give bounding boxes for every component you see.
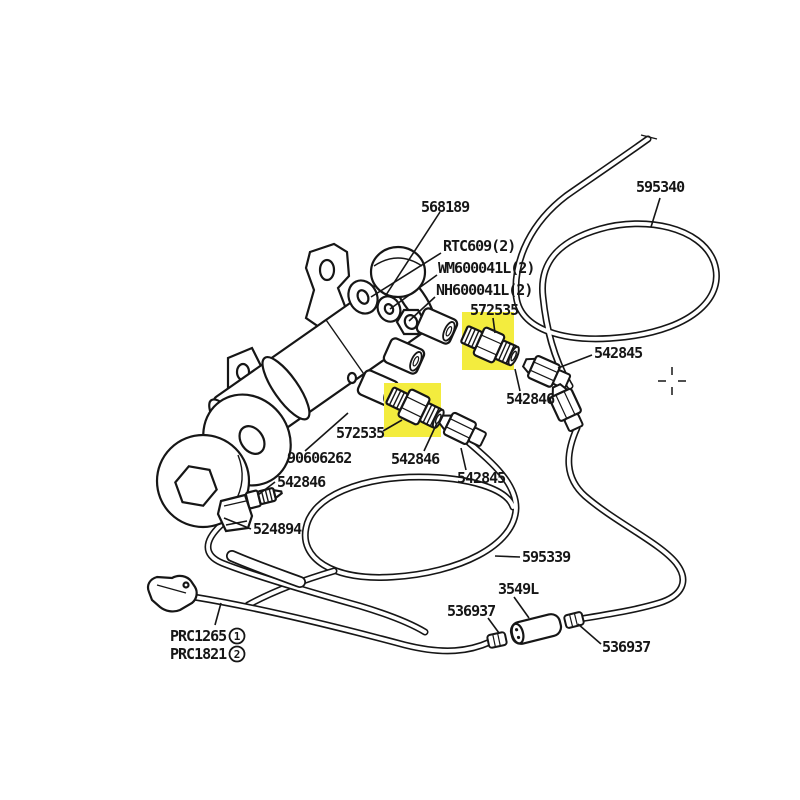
leader-line — [214, 602, 222, 626]
hex-plug — [174, 465, 218, 507]
part-label-542845-mid: 542845 — [457, 469, 506, 487]
part-label-542846-right: 542846 — [506, 390, 555, 408]
hose-right-s-curve — [565, 424, 687, 623]
hose-supply-sweep — [190, 593, 494, 655]
leader-line — [370, 252, 442, 298]
part-label-542846-mid: 542846 — [391, 450, 440, 468]
hose-595340 — [512, 134, 720, 390]
body-port-dot — [346, 371, 358, 385]
hose-nut-542845-lower — [434, 407, 490, 452]
part-label-572535-lower[interactable]: 572535 — [336, 424, 386, 442]
part-label-prc1821: PRC1821 — [170, 645, 227, 663]
part-label-wm600041l: WM600041L(2) — [438, 259, 534, 277]
circled-number-2: 2 — [228, 645, 246, 663]
part-label-572535-upper[interactable]: 572535 — [470, 301, 520, 319]
hose-cut-mark — [640, 134, 658, 140]
svg-text:1: 1 — [234, 630, 241, 643]
leader-line — [304, 412, 349, 452]
reservoir-end-cap — [155, 393, 292, 529]
elbow-524894 — [216, 493, 254, 533]
part-label-90606262: 90606262 — [287, 449, 351, 467]
part-label-568189: 568189 — [421, 198, 470, 216]
leader-line — [577, 623, 602, 645]
part-label-542845-right: 542845 — [594, 344, 643, 362]
circled-number-1: 1 — [228, 627, 246, 645]
leader-line — [514, 368, 521, 392]
leader-line — [650, 197, 661, 228]
leader-line — [382, 419, 403, 432]
part-label-rtc609: RTC609(2) — [443, 237, 515, 255]
part-label-595339: 595339 — [522, 548, 571, 566]
part-label-3549l: 3549L — [498, 580, 539, 598]
leader-line — [389, 274, 438, 310]
inline-connector-3549l — [509, 613, 563, 645]
washer-wm600041l — [376, 295, 402, 323]
part-labels: 568189 RTC609(2) WM600041L(2) NH600041L(… — [170, 178, 686, 663]
part-label-536937-left: 536937 — [447, 602, 495, 620]
filler-dome — [369, 245, 427, 299]
leader-line — [513, 596, 530, 619]
spade-connector — [146, 574, 198, 613]
leader-line — [494, 555, 521, 558]
washer-rtc609 — [347, 279, 379, 315]
leader-line — [257, 481, 276, 496]
leader-line — [423, 422, 438, 452]
svg-text:2: 2 — [234, 648, 241, 661]
leader-line — [223, 517, 252, 530]
part-label-nh600041l: NH600041L(2) — [436, 281, 532, 299]
nut-nh600041l — [395, 308, 427, 336]
ferrule-536937-left — [485, 630, 509, 650]
part-label-prc1265: PRC1265 — [170, 627, 227, 645]
part-label-524894: 524894 — [253, 520, 302, 538]
hose-from-elbow — [204, 521, 429, 636]
leader-line — [487, 617, 500, 634]
leader-line — [492, 317, 496, 334]
leader-line — [408, 296, 436, 322]
part-label-542846-left: 542846 — [277, 473, 326, 491]
leader-lines — [214, 197, 661, 645]
leader-line — [460, 447, 467, 471]
crosshair-mark — [658, 367, 686, 395]
part-label-536937-right: 536937 — [602, 638, 650, 656]
part-label-595340: 595340 — [636, 178, 685, 196]
leader-line — [557, 354, 593, 369]
